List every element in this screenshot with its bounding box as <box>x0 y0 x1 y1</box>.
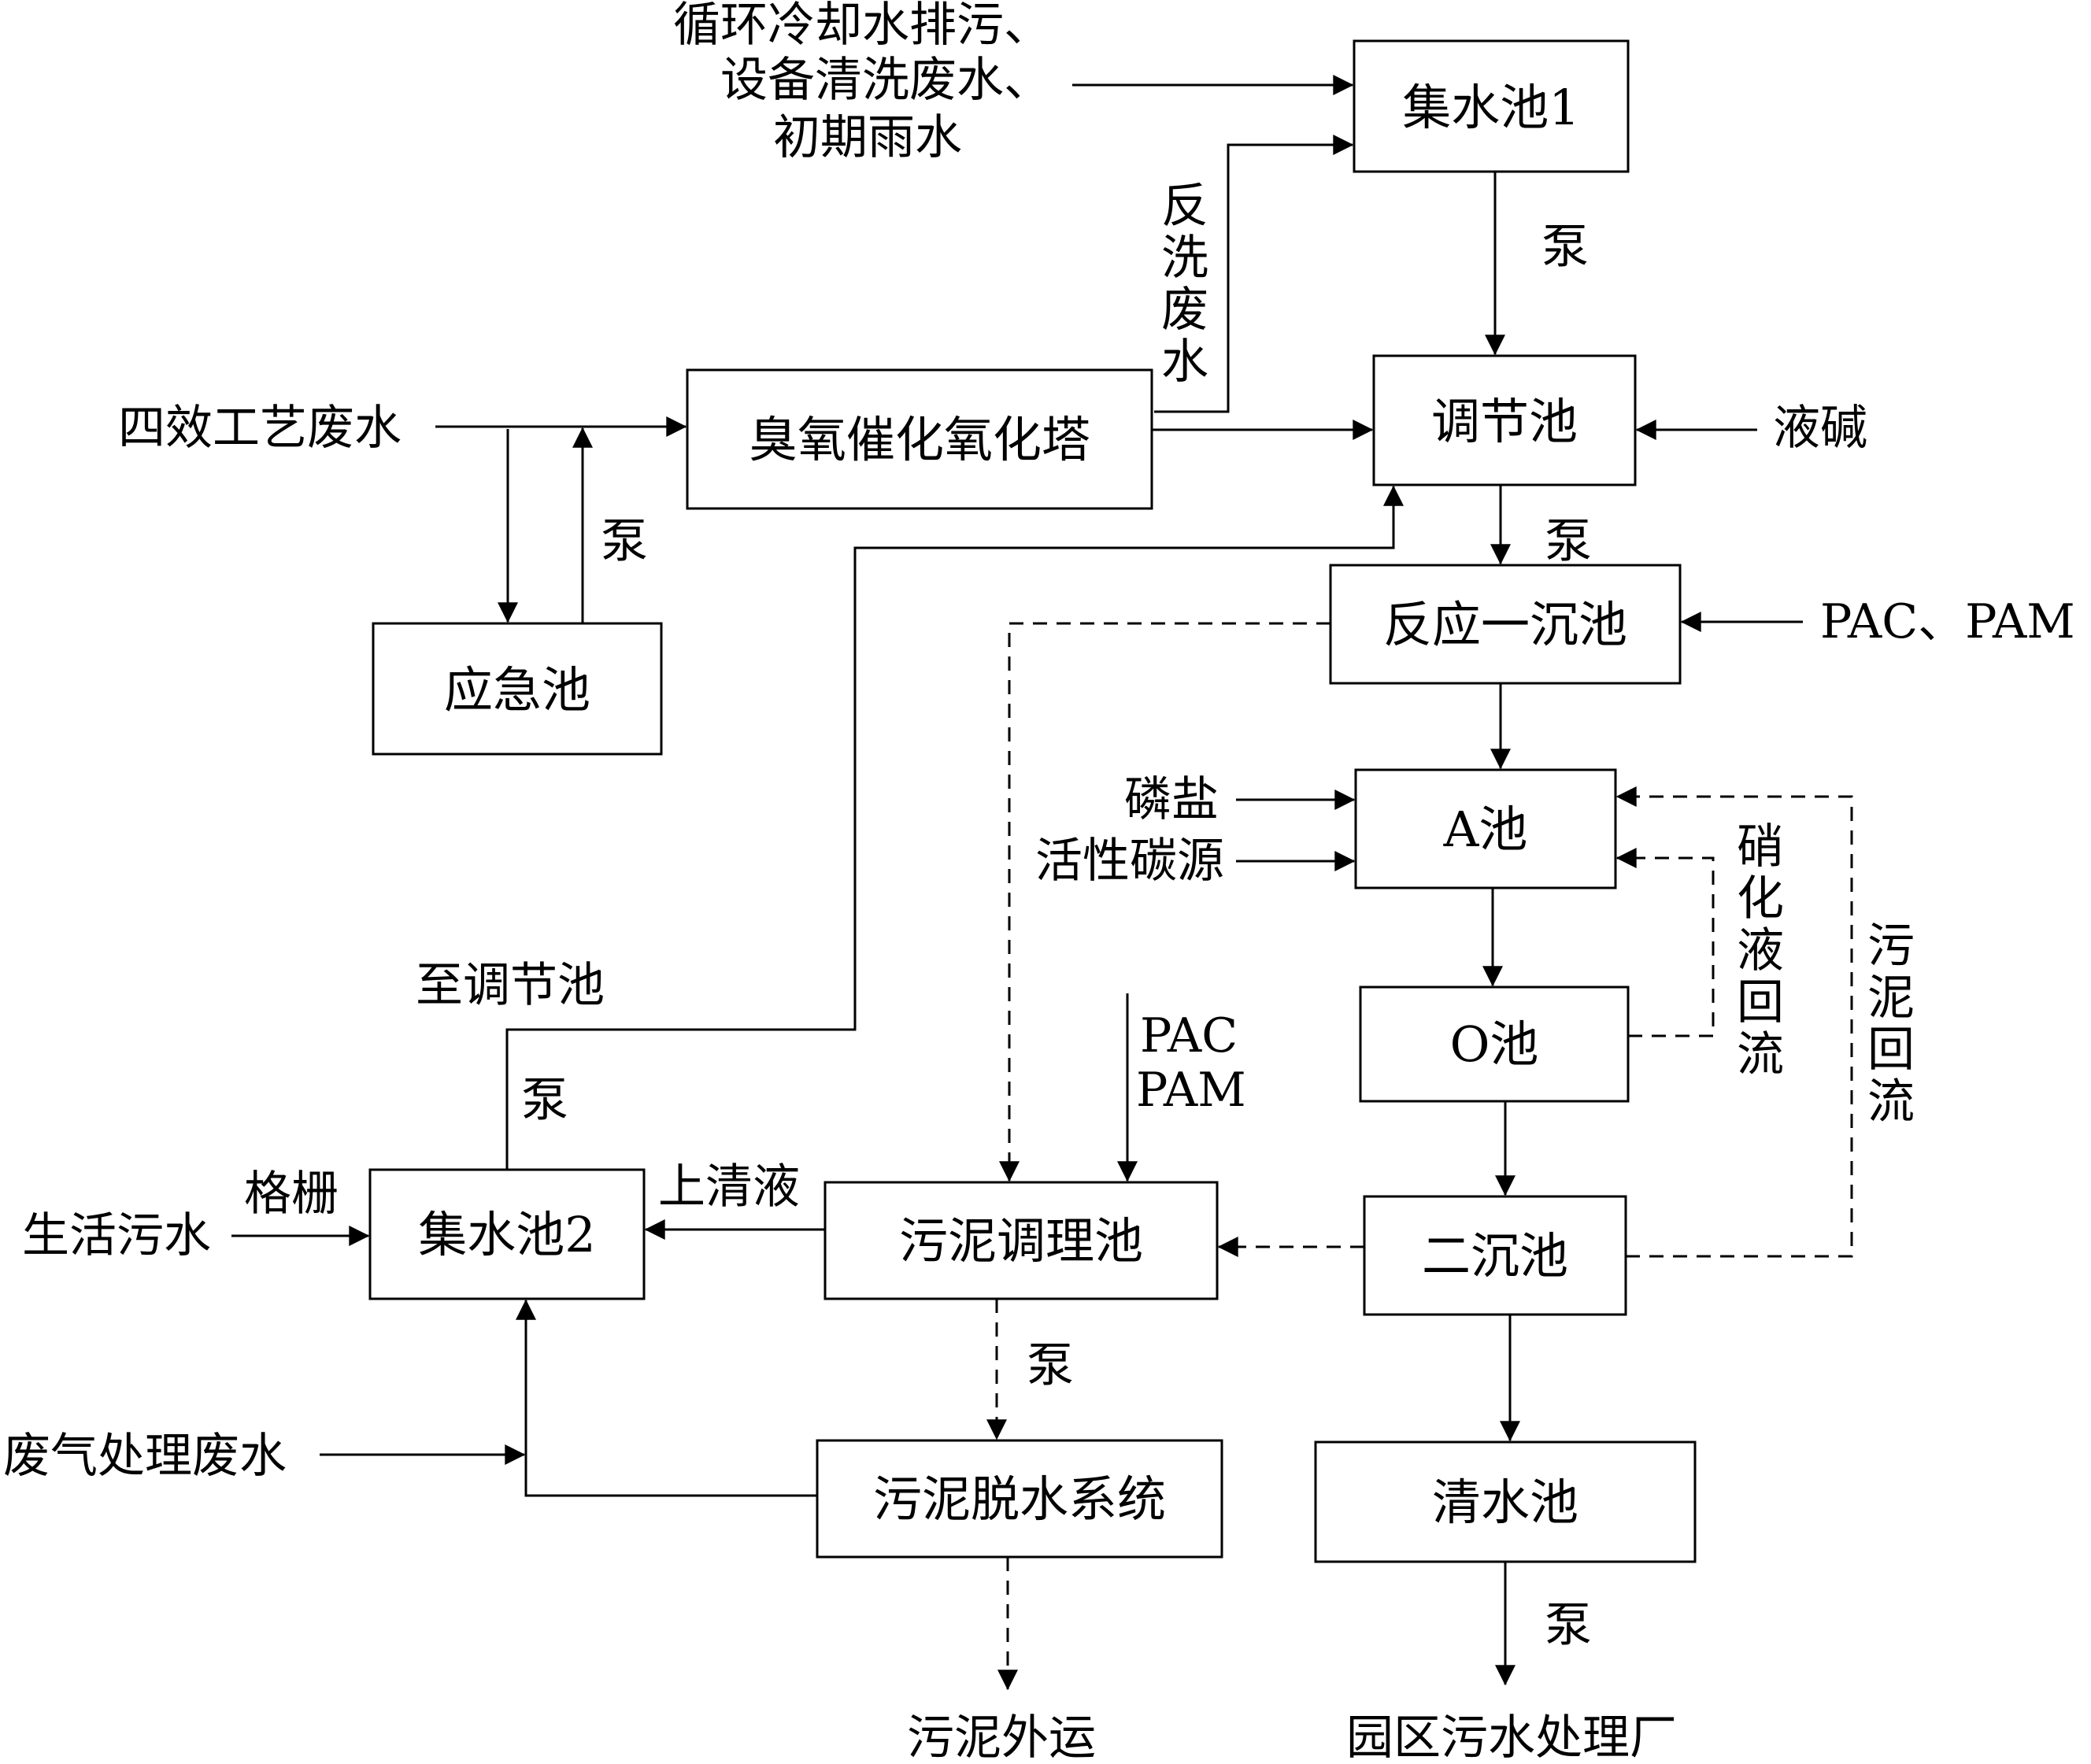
box-collect2-label: 集水池2 <box>418 1206 595 1263</box>
box-regulate: 调节池 <box>1372 354 1637 486</box>
label-phosphate: 磷盐 <box>1124 772 1219 827</box>
label-pac-pam-react: PAC、PAM <box>1820 594 2075 649</box>
box-o-tank: O池 <box>1359 986 1630 1103</box>
label-waste-gas: 废气处理废水 <box>3 1429 287 1484</box>
dashed-react-to-sludge <box>999 622 1330 1182</box>
dashed-sludge-return <box>1615 786 1853 1258</box>
box-second-label: 二沉池 <box>1422 1227 1568 1285</box>
box-a-tank-label: A池 <box>1443 801 1528 858</box>
svg-text:反: 反 <box>1161 179 1208 234</box>
label-to-regulate: 至调节池 <box>416 958 605 1013</box>
label-pump-collect1: 泵 <box>1541 220 1589 275</box>
box-clear: 清水池 <box>1314 1440 1697 1563</box>
label-nitrate-return: 硝 化 液 回 流 <box>1737 819 1784 1082</box>
label-pam-sludge: PAM <box>1136 1063 1246 1118</box>
box-sludge-cond: 污泥调理池 <box>823 1181 1219 1300</box>
box-emergency-label: 应急池 <box>444 661 590 719</box>
label-cooling-line3: 初期雨水 <box>773 110 962 165</box>
box-ozone: 臭氧催化氧化塔 <box>686 368 1153 510</box>
box-dewater-label: 污泥脱水系统 <box>873 1470 1166 1528</box>
svg-text:液: 液 <box>1737 923 1784 978</box>
svg-text:流: 流 <box>1737 1027 1784 1082</box>
box-collect2: 集水池2 <box>368 1168 646 1300</box>
solid-arrows <box>231 75 1803 1686</box>
box-ozone-label: 臭氧催化氧化塔 <box>749 411 1090 468</box>
label-pac-sludge: PAC <box>1140 1008 1238 1063</box>
box-clear-label: 清水池 <box>1432 1474 1578 1531</box>
svg-text:硝: 硝 <box>1737 819 1784 875</box>
label-pump-sludge: 泵 <box>1027 1338 1074 1393</box>
box-o-tank-label: O池 <box>1450 1015 1539 1073</box>
label-cooling-line1: 循环冷却水排污、 <box>673 0 1051 53</box>
svg-text:回: 回 <box>1867 1023 1915 1078</box>
label-sludge-return: 污 泥 回 流 <box>1867 919 1915 1130</box>
label-park-plant: 园区污水处理厂 <box>1346 1710 1677 1764</box>
svg-text:泥: 泥 <box>1867 971 1915 1026</box>
label-pump-regulate: 泵 <box>1545 514 1592 569</box>
box-sludge-cond-label: 污泥调理池 <box>899 1212 1143 1270</box>
svg-text:洗: 洗 <box>1161 231 1208 286</box>
svg-text:水: 水 <box>1161 335 1208 390</box>
arrow-collect2-to-regulate <box>505 485 1404 1170</box>
label-cooling-line2: 设备清洗废水、 <box>720 53 1051 108</box>
svg-text:废: 废 <box>1161 283 1208 338</box>
arrow-backwash-to-collect1 <box>1154 135 1354 413</box>
box-second: 二沉池 <box>1363 1195 1627 1316</box>
label-domestic: 生活污水 <box>22 1208 211 1263</box>
box-collect1: 集水池1 <box>1353 39 1630 173</box>
label-sludge-out: 污泥外运 <box>907 1710 1096 1764</box>
svg-text:化: 化 <box>1737 871 1784 926</box>
box-regulate-label: 调节池 <box>1431 393 1578 450</box>
box-a-tank: A池 <box>1354 768 1617 889</box>
dashed-arrows <box>986 622 1853 1691</box>
label-alkali: 液碱 <box>1773 401 1867 456</box>
dashed-nitrate-return <box>1615 848 1715 1037</box>
label-grille: 格栅 <box>244 1167 339 1222</box>
label-backwash: 反 洗 废 水 <box>1161 179 1208 390</box>
label-pump-clear: 泵 <box>1545 1598 1592 1653</box>
box-react: 反应一沉池 <box>1329 564 1682 685</box>
svg-text:回: 回 <box>1737 975 1784 1030</box>
arrow-dewater-to-collect2 <box>516 1299 817 1497</box>
label-four-effect: 四效工艺废水 <box>118 401 402 456</box>
label-carbon: 活性碳源 <box>1035 834 1224 889</box>
box-react-label: 反应一沉池 <box>1383 596 1627 653</box>
box-dewater: 污泥脱水系统 <box>816 1439 1223 1559</box>
svg-text:流: 流 <box>1867 1074 1915 1130</box>
box-collect1-label: 集水池1 <box>1402 79 1579 136</box>
box-emergency: 应急池 <box>372 622 663 756</box>
label-pump-collect2: 泵 <box>521 1073 568 1128</box>
label-pump-emergency: 泵 <box>601 514 648 569</box>
svg-text:污: 污 <box>1867 919 1915 974</box>
label-supernatant: 上清液 <box>658 1159 800 1215</box>
